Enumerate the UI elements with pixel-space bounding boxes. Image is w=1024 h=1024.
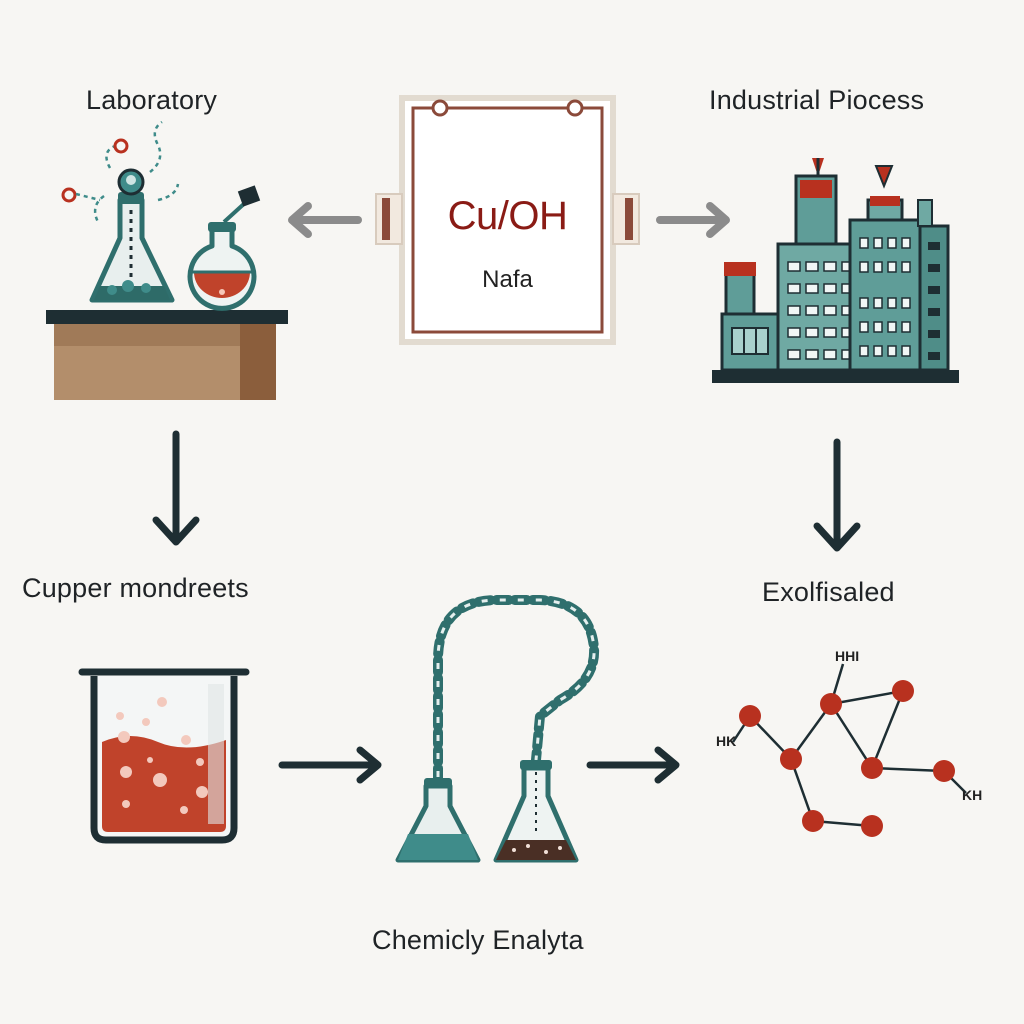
laboratory-icon [46, 120, 288, 400]
lab-tube-cap-icon [237, 185, 261, 207]
center-card-frame [375, 95, 640, 345]
molecule-label-top: HHI [835, 648, 860, 664]
exolfisaled-label: Exolfisaled [762, 577, 895, 607]
laboratory-label: Laboratory [86, 85, 218, 115]
molecule-label-left: HK [716, 733, 737, 749]
arrow-down-left-icon [152, 430, 200, 546]
molecule-label-right: KH [962, 787, 983, 803]
card-ring-left-icon [431, 99, 449, 117]
chemicly-enalyta-label: Chemicly Enalyta [372, 925, 584, 955]
industrial-process-label: Industrial Piocess [709, 85, 925, 115]
molecule-network-icon [731, 663, 967, 837]
beaker-icon [78, 668, 250, 844]
chain-apparatus-icon [395, 595, 600, 863]
card-ring-right-icon [566, 99, 584, 117]
arrow-down-right-icon [813, 438, 861, 552]
formula-subtitle: Nafa [482, 266, 533, 293]
cupper-mondreets-label: Cupper mondreets [22, 573, 249, 603]
center-formula-card: Cu/OH Nafa [402, 98, 613, 342]
lab-table-top [46, 310, 288, 324]
arrow-to-laboratory-icon [288, 202, 362, 238]
arrow-beaker-to-chain-icon [278, 746, 382, 784]
arrow-to-industrial-icon [656, 202, 730, 238]
formula-text: Cu/OH [447, 194, 568, 238]
industrial-factory-icon [712, 158, 959, 383]
arrow-chain-to-molecule-icon [586, 746, 680, 784]
